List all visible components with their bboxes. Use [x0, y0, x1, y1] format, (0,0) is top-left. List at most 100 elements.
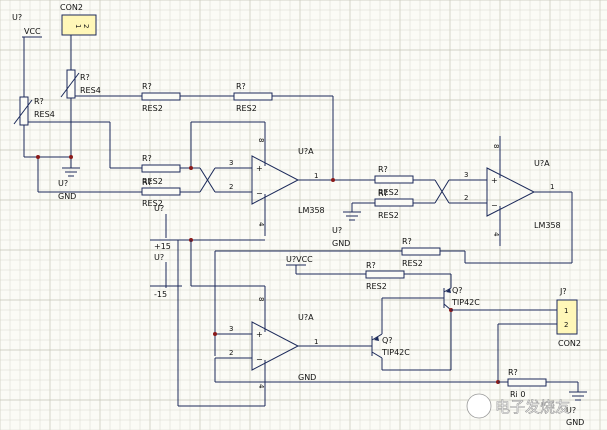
gnd-left-ref: U? — [58, 179, 68, 188]
opamp-1-pin8: 8 — [257, 138, 265, 142]
opamp-2-pin8: 8 — [492, 144, 500, 148]
res-s2-b-body — [374, 198, 414, 207]
res-in-b-body — [141, 187, 181, 196]
pot-left-value: RES4 — [34, 110, 55, 119]
j-part: CON2 — [558, 339, 581, 348]
opamp-1: + − 3 2 1 8 4 U?A LM358 — [229, 122, 352, 236]
svg-text:−: − — [491, 201, 498, 210]
svg-text:+: + — [491, 176, 498, 185]
res-s2-a-body — [374, 175, 414, 184]
j-body — [556, 299, 578, 335]
uq-vcc-label: U?VCC — [286, 255, 313, 264]
resistor-feedback-a: R? RES2 — [141, 82, 181, 113]
res-fb-a-body — [141, 92, 181, 101]
opamp-3-pin2: 2 — [229, 349, 233, 357]
con2-top-body — [61, 14, 97, 36]
svg-text:−: − — [256, 189, 263, 198]
plus15-label: +15 — [154, 242, 171, 251]
svg-text:+: + — [256, 164, 263, 173]
watermark-logo-icon — [466, 393, 492, 419]
j-pin1: 1 — [564, 307, 568, 315]
opamp-2-pin2: 2 — [464, 194, 468, 202]
opamp-1-pin2: 2 — [229, 183, 233, 191]
con2-top-pin1: 1 — [74, 24, 82, 28]
res-s2-b-value: RES2 — [378, 211, 399, 220]
res-s2-a-ref: R? — [378, 165, 388, 174]
pot-left-ref: R? — [34, 97, 44, 106]
opamp-3-pin3: 3 — [229, 325, 233, 333]
opamp-3-body — [251, 321, 300, 371]
vcc-label: VCC — [24, 27, 41, 36]
opamp-2-part: LM358 — [534, 221, 561, 230]
potentiometer-res4-left: R? RES4 — [13, 96, 142, 169]
opamp-2-pin4: 4 — [492, 232, 500, 237]
opamp-2-ref: U?A — [534, 159, 550, 168]
pot-right-value: RES4 — [80, 86, 101, 95]
j-pin2: 2 — [564, 321, 568, 329]
res-out-a-body — [401, 247, 441, 256]
connector-con2-top: CON2 1 2 — [60, 3, 97, 70]
res-out-a-ref: R? — [402, 237, 412, 246]
tr-upper-part: TIP42C — [451, 298, 480, 307]
tr-lower-ref: Q? — [382, 336, 393, 345]
gnd-right-label: GND — [566, 418, 584, 427]
res-fb-b-value: RES2 — [236, 104, 257, 113]
vcc-power-symbol: U? VCC — [12, 13, 42, 97]
res-s2-b-ref: R? — [378, 189, 388, 198]
connector-j-output: J? 1 2 CON2 — [497, 287, 581, 382]
resistor-output-b: R? RES2 — [296, 261, 452, 291]
resistor-output-a: R? RES2 — [214, 237, 572, 356]
vcc-ref-label: U? — [12, 13, 22, 22]
minus15-label: -15 — [154, 290, 167, 299]
gnd-left-label: GND — [58, 192, 76, 201]
tr-upper-ref: Q? — [452, 286, 463, 295]
supply-labels: U? +15 U? -15 — [150, 204, 265, 406]
res-out-b-ref: R? — [366, 261, 376, 270]
ground-left: U? GND — [24, 155, 142, 201]
opamp-1-pin3: 3 — [229, 159, 233, 167]
res-fb-b-ref: R? — [236, 82, 246, 91]
con2-top-label: CON2 — [60, 3, 83, 12]
opamp-1-part: LM358 — [298, 206, 325, 215]
res-in-a-body — [141, 164, 181, 173]
opamp-1-pin4: 4 — [257, 222, 265, 227]
gnd-s2-ref: U? — [332, 226, 342, 235]
res-in-b-ref: R? — [142, 178, 152, 187]
pot-right-ref: R? — [80, 73, 90, 82]
opamp-3-pin4: 4 — [257, 384, 265, 389]
opamp-1-body — [251, 155, 300, 205]
res-in-b-value: RES2 — [142, 199, 163, 208]
vcc-second: U?VCC — [286, 255, 313, 274]
res-fb-a-ref: R? — [142, 82, 152, 91]
resistor-feedback-b: R? RES2 — [180, 82, 334, 180]
opamp-2-pin3: 3 — [464, 171, 468, 179]
res-out-b-body — [365, 270, 405, 279]
transistor-tip42c-lower: Q? TIP42C — [371, 297, 444, 370]
tr-lower-part: TIP42C — [381, 348, 410, 357]
resistor-sense: R? Ri 0 U? GND — [496, 368, 587, 427]
svg-text:+: + — [256, 330, 263, 339]
watermark: 电子发烧友 — [466, 393, 570, 419]
res-out-a-value: RES2 — [402, 259, 423, 268]
res-fb-b-body — [233, 92, 273, 101]
res-fb-a-value: RES2 — [142, 104, 163, 113]
opamp-1-ref: U?A — [298, 147, 314, 156]
j-ref: J? — [559, 287, 567, 296]
res-sense-ref: R? — [508, 368, 518, 377]
res-sense-value: Ri 0 — [510, 390, 525, 399]
svg-text:−: − — [256, 355, 263, 364]
opamp-3-ref: U?A — [298, 313, 314, 322]
gnd-line-label: GND — [298, 373, 316, 382]
res-in-a-value: RES2 — [142, 177, 163, 186]
opamp-3: + − 3 2 1 8 4 U?A GND — [178, 286, 498, 407]
res-s2-a-value: RES2 — [378, 188, 399, 197]
opamp-2-body — [486, 167, 536, 217]
res-sense-body — [507, 378, 547, 387]
gnd-s2-label: GND — [332, 239, 350, 248]
con2-top-pin2: 2 — [82, 24, 90, 28]
gnd-right-ref: U? — [566, 406, 576, 415]
res-out-b-value: RES2 — [366, 282, 387, 291]
opamp-3-pin1: 1 — [314, 338, 318, 346]
